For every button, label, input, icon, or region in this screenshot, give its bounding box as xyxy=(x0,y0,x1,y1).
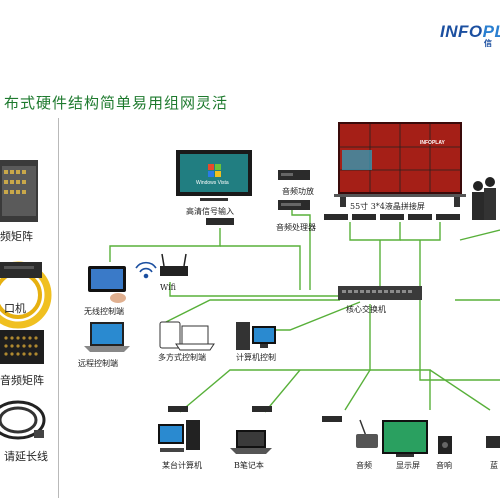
left-label-extender: 口机 xyxy=(4,302,26,315)
label-audio-processor: 音频处理器 xyxy=(276,223,316,232)
lcd-video-wall xyxy=(334,122,466,207)
link-wall-a xyxy=(349,222,401,241)
laptop-b xyxy=(230,406,272,454)
label-multi-ctrl: 多方式控制端 xyxy=(158,353,206,362)
multi-control-devices xyxy=(159,321,215,351)
link-multi xyxy=(159,299,340,326)
page-title: 布式硬件结构简单易用组网灵活 xyxy=(4,94,229,112)
monitor-os-label: Windows Vista xyxy=(196,180,229,186)
company-logo: INFOPLA 信 xyxy=(440,22,500,48)
pc-control-device xyxy=(236,322,276,350)
hd-input-box xyxy=(206,218,234,225)
logo-tail: PLA xyxy=(482,22,500,41)
label-display: 显示屏 xyxy=(396,461,420,470)
label-pc-ctrl: 计算机控制 xyxy=(236,353,276,362)
panel-divider xyxy=(58,118,59,498)
viewers-people xyxy=(472,177,496,220)
video-matrix-device xyxy=(0,160,38,222)
label-core-switch: 核心交换机 xyxy=(346,305,386,314)
wall-brand-label: INFOPLAY xyxy=(420,140,445,146)
link-right-lower xyxy=(419,240,500,381)
core-switch-device xyxy=(338,286,422,300)
label-edge: 蓝 xyxy=(490,461,498,470)
speaker-device xyxy=(438,436,452,454)
audio-processor-device xyxy=(278,200,310,210)
link-audio-bottom xyxy=(344,369,371,411)
link-bottom-right xyxy=(429,369,491,411)
label-remote-ctrl: 远程控制端 xyxy=(78,359,118,368)
link-pc xyxy=(255,301,361,331)
label-desktop: 某台计算机 xyxy=(162,461,202,470)
label-wifi: Wifi xyxy=(160,283,176,292)
extension-cable-coil xyxy=(0,400,46,440)
label-laptop: B笔记本 xyxy=(234,461,264,470)
audio-mic xyxy=(322,416,378,448)
remote-laptop xyxy=(84,322,130,352)
desktop-pc xyxy=(158,406,200,452)
label-hd-input: 高清信号输入 xyxy=(186,207,234,216)
left-label-extension-cable: 请延长线 xyxy=(4,450,48,463)
link-hd-switch xyxy=(220,245,301,290)
logo-cn: 信 xyxy=(484,39,493,48)
hd-monitor xyxy=(176,150,252,201)
label-audio: 音频 xyxy=(356,461,372,470)
left-label-audio-matrix: 音频矩阵 xyxy=(0,374,44,387)
link-wall-b xyxy=(400,222,441,241)
label-speaker: 音响 xyxy=(436,461,452,470)
edge-device xyxy=(486,436,500,448)
logo-main: INFO xyxy=(440,22,483,41)
link-audio xyxy=(291,200,311,290)
tablet-device xyxy=(88,266,126,303)
audio-matrix-device xyxy=(0,330,44,364)
link-laptop xyxy=(264,369,301,413)
audio-amp-device xyxy=(278,170,310,180)
label-wireless-ctrl: 无线控制端 xyxy=(84,307,124,316)
link-wifi xyxy=(169,282,340,297)
link-right-top xyxy=(459,229,500,241)
label-audio-amp: 音频功放 xyxy=(282,187,314,196)
wifi-router xyxy=(160,253,188,276)
label-lcd-wall: 55寸 3*4液晶拼接屏 xyxy=(350,202,425,211)
wall-processor-boxes xyxy=(324,214,460,220)
link-hdinput xyxy=(109,228,221,262)
wifi-icon xyxy=(135,261,157,279)
link-bottom-mid xyxy=(370,369,431,410)
display-screen xyxy=(382,420,428,457)
extender-box xyxy=(0,262,42,278)
left-label-video-matrix: 频矩阵 xyxy=(0,230,33,243)
